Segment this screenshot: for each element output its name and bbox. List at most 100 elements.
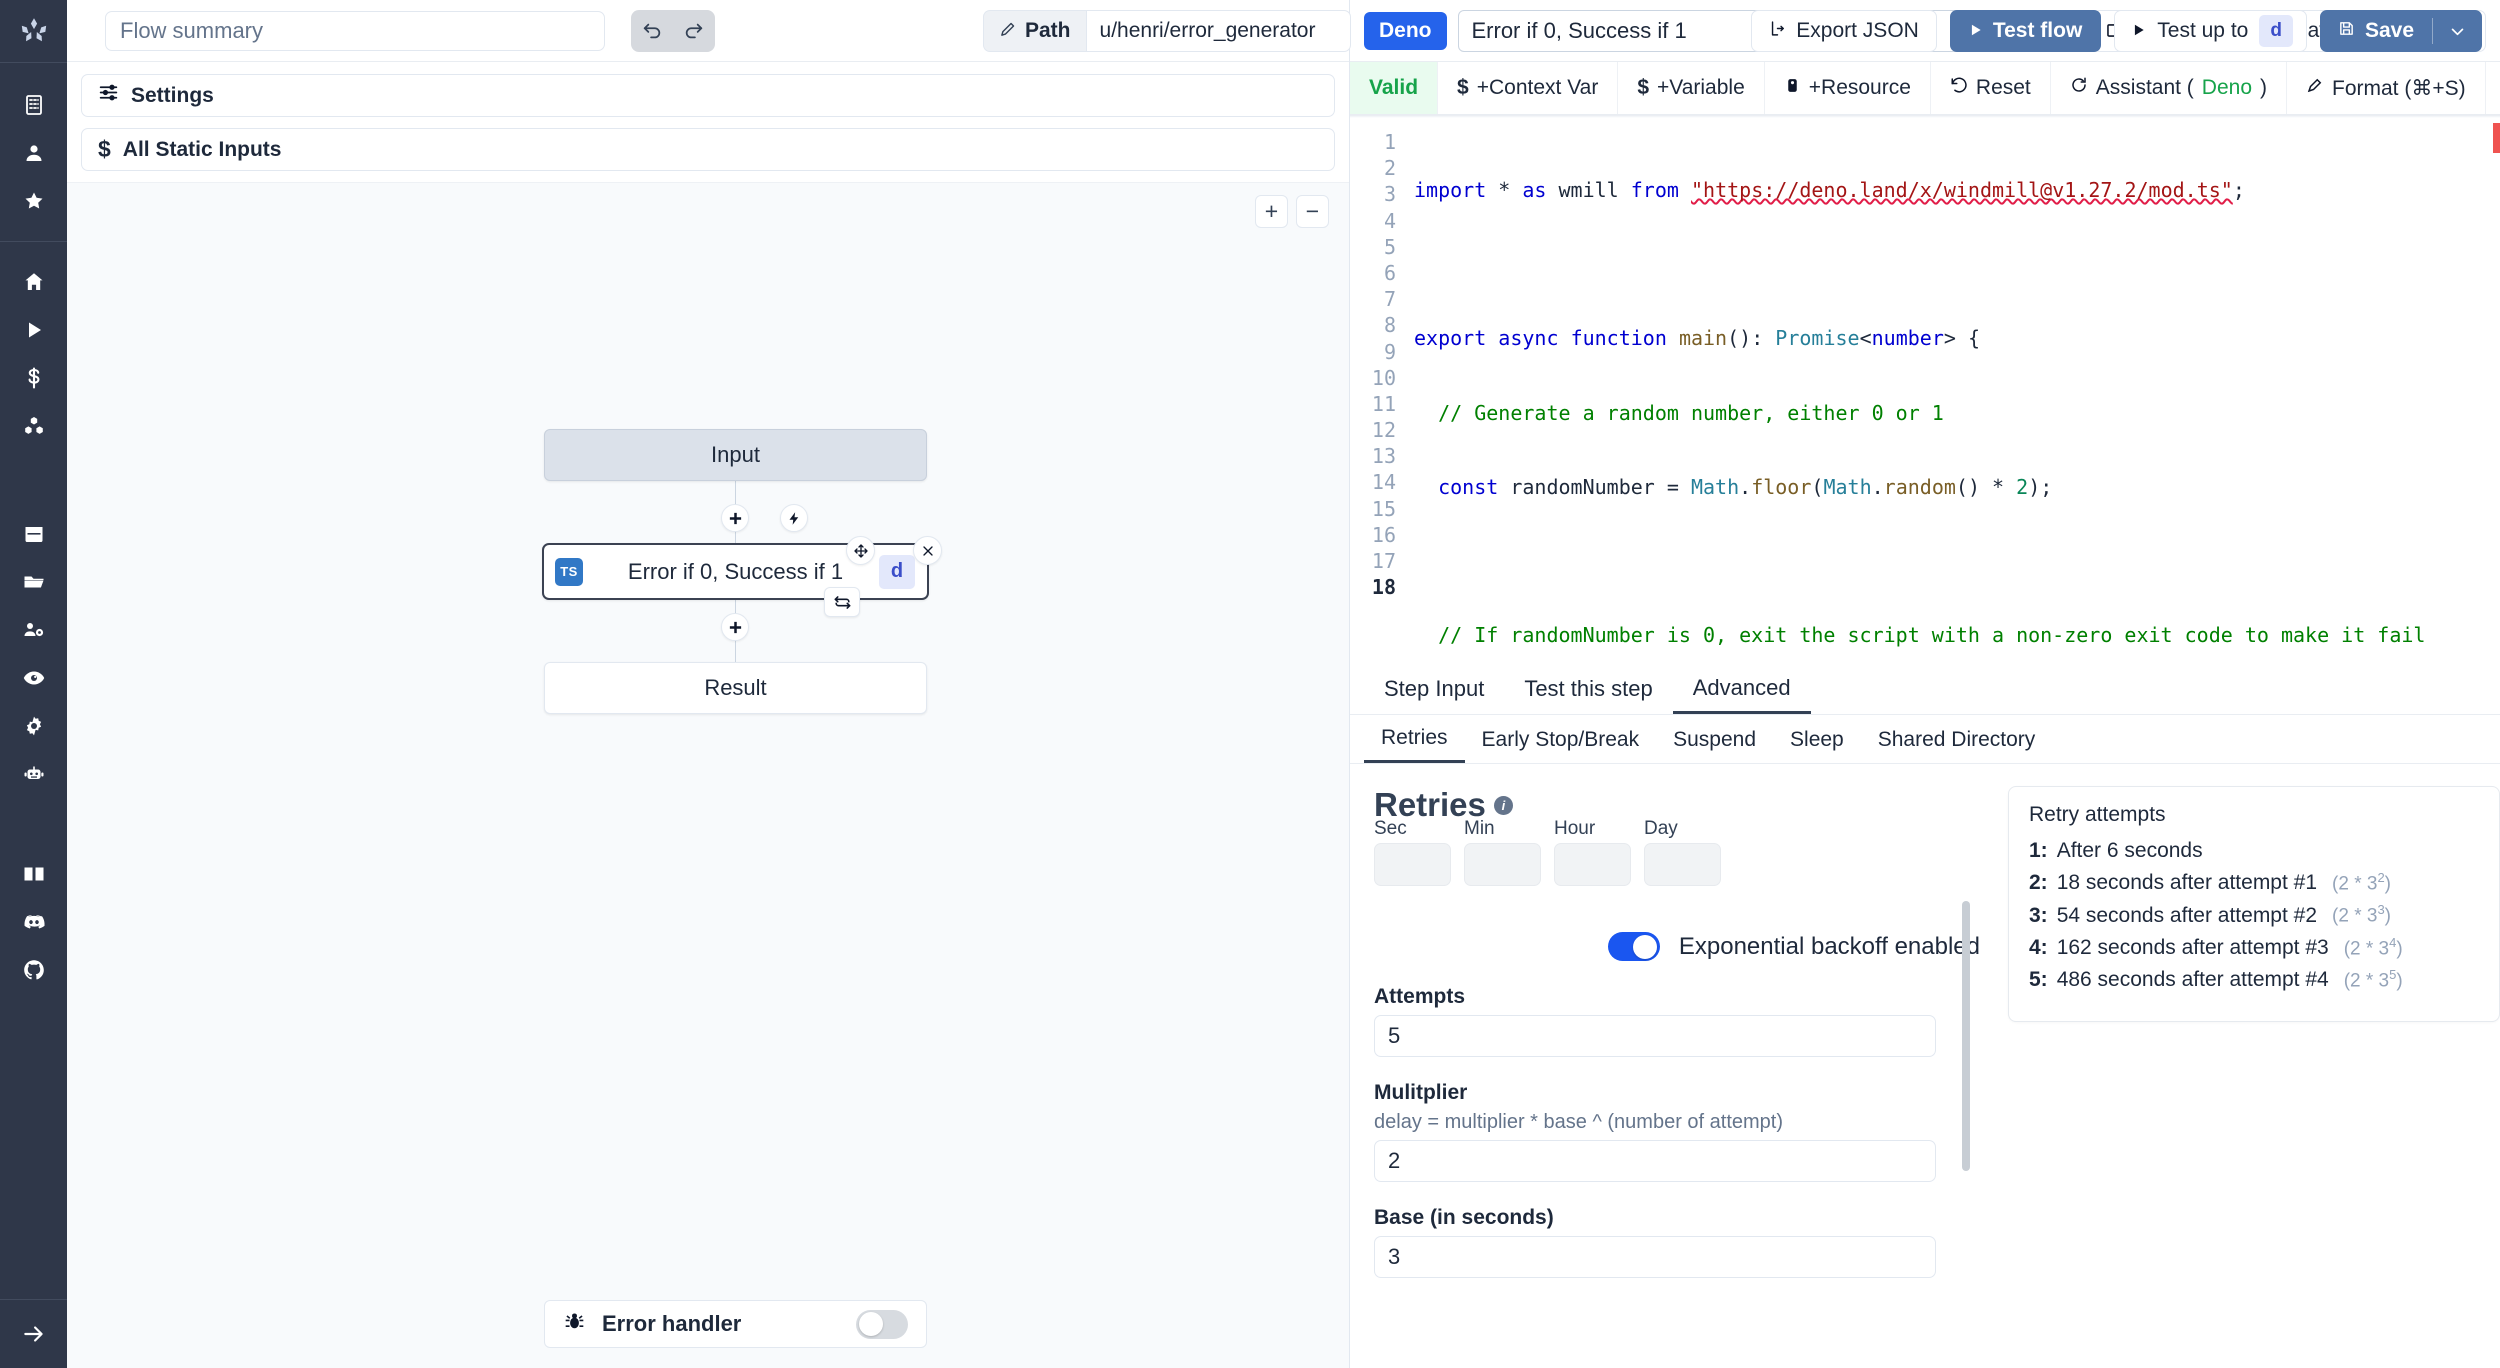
- error-handler-label: Error handler: [602, 1311, 742, 1336]
- base-value: 3: [1388, 1244, 1401, 1269]
- unit-hour-input[interactable]: [1554, 843, 1631, 886]
- error-handler-bar[interactable]: Error handler: [544, 1300, 927, 1348]
- github-icon[interactable]: [0, 946, 67, 994]
- step-shortcut-badge: d: [879, 554, 915, 589]
- calendar-icon[interactable]: [0, 510, 67, 558]
- unit-hour-label: Hour: [1554, 818, 1596, 839]
- move-step-handle[interactable]: [846, 536, 875, 565]
- unit-sec-input[interactable]: [1374, 843, 1451, 886]
- flow-graph-canvas[interactable]: + − Input TS Error if 0, Success if 1 d: [67, 182, 1349, 1368]
- retry-attempts-title: Retry attempts: [2029, 803, 2166, 826]
- settings-label: Settings: [131, 83, 214, 107]
- resource-icon: [1784, 76, 1801, 100]
- tab-test-this-step[interactable]: Test this step: [1524, 676, 1653, 701]
- chevron-down-icon[interactable]: [2433, 10, 2482, 52]
- export-json-button[interactable]: Export JSON: [1751, 10, 1937, 52]
- script-toolbar: Valid $ +Context Var $ +Variable +Resour…: [1350, 62, 2500, 115]
- info-icon[interactable]: i: [1493, 795, 1513, 815]
- static-inputs-label: All Static Inputs: [122, 137, 282, 161]
- reset-button[interactable]: Reset: [1931, 62, 2051, 114]
- multiplier-input[interactable]: 2: [1374, 1140, 1936, 1182]
- reset-icon: [1950, 76, 1968, 100]
- static-inputs-panel-header[interactable]: $ All Static Inputs: [81, 128, 1335, 171]
- attempts-input[interactable]: 5: [1374, 1015, 1936, 1057]
- flow-summary-placeholder: Flow summary: [120, 17, 264, 43]
- book-icon[interactable]: [0, 850, 67, 898]
- arrow-right-icon[interactable]: [0, 1300, 67, 1368]
- subtab-shared-directory[interactable]: Shared Directory: [1877, 727, 2036, 751]
- dollar-icon: $: [98, 136, 111, 162]
- dollar-icon: $: [1457, 76, 1469, 99]
- zoom-controls: + −: [1255, 195, 1329, 228]
- tab-advanced[interactable]: Advanced: [1672, 664, 1811, 714]
- subtab-early-stop-break[interactable]: Early Stop/Break: [1481, 727, 1640, 751]
- delete-step-button[interactable]: [913, 536, 942, 565]
- add-step-button-bottom[interactable]: [721, 613, 749, 641]
- result-node-label: Result: [704, 675, 767, 700]
- path-label: Path: [1025, 19, 1071, 42]
- unit-day-label: Day: [1644, 818, 1678, 839]
- top-actions: Export JSON Test flow Test up to d: [1751, 10, 2482, 52]
- star-icon[interactable]: [0, 177, 67, 225]
- exponential-backoff-toggle[interactable]: [1607, 932, 1660, 961]
- play-icon: [1969, 19, 1983, 43]
- undo-button[interactable]: [632, 11, 672, 51]
- flow-summary-input[interactable]: Flow summary: [105, 10, 605, 51]
- test-up-to-button[interactable]: Test up to d: [2114, 10, 2307, 52]
- add-context-var-button[interactable]: $ +Context Var: [1438, 62, 1619, 114]
- user-icon[interactable]: [0, 129, 67, 177]
- eye-icon[interactable]: [0, 654, 67, 702]
- nav-divider-2: [0, 241, 67, 242]
- dollar-icon[interactable]: [0, 354, 67, 402]
- error-handler-toggle[interactable]: [856, 1309, 908, 1339]
- retries-form-scrollbar[interactable]: [1962, 901, 1970, 1171]
- editor-code-content[interactable]: import * as wmill from "https://deno.lan…: [1414, 178, 2426, 648]
- assistant-button[interactable]: Assistant (Deno): [2051, 62, 2287, 114]
- subtab-suspend[interactable]: Suspend: [1673, 727, 1757, 751]
- base-input[interactable]: 3: [1374, 1236, 1936, 1278]
- retry-attempt-row: 3: 54 seconds after attempt #2 (2 * 33): [2029, 902, 2391, 927]
- building-icon[interactable]: [0, 81, 67, 129]
- retry-attempt-row: 4: 162 seconds after attempt #3 (2 * 34): [2029, 934, 2403, 959]
- home-icon[interactable]: [0, 258, 67, 306]
- editor-scrollbar[interactable]: [2493, 115, 2499, 663]
- tab-step-input[interactable]: Step Input: [1384, 676, 1485, 701]
- unit-sec-label: Sec: [1374, 818, 1407, 839]
- flow-node-input[interactable]: Input: [544, 429, 927, 481]
- folder-icon[interactable]: [0, 558, 67, 606]
- unit-min-input[interactable]: [1464, 843, 1541, 886]
- test-flow-button[interactable]: Test flow: [1949, 10, 2102, 52]
- exponential-backoff-label: Exponential backoff enabled: [1678, 932, 1980, 960]
- save-icon: [2338, 19, 2355, 43]
- discord-icon[interactable]: [0, 898, 67, 946]
- unit-day-input[interactable]: [1644, 843, 1721, 886]
- unit-sec: Sec: [1374, 818, 1451, 886]
- trigger-bolt-icon[interactable]: [780, 504, 808, 532]
- explore-other-scripts-button[interactable]: Explore other s: [2486, 62, 2500, 114]
- step-retries-icon[interactable]: [824, 587, 860, 617]
- unit-hour: Hour: [1554, 818, 1631, 886]
- format-button[interactable]: Format (⌘+S): [2287, 62, 2486, 114]
- zoom-in-button[interactable]: +: [1255, 195, 1288, 228]
- settings-panel-header[interactable]: Settings: [81, 74, 1335, 117]
- sliders-icon: [98, 82, 119, 109]
- add-step-button-top[interactable]: [721, 504, 749, 532]
- users-gear-icon[interactable]: [0, 606, 67, 654]
- flow-node-result[interactable]: Result: [544, 662, 927, 714]
- path-field[interactable]: Path u/henri/error_generator: [983, 10, 1351, 52]
- windmill-logo-icon[interactable]: [0, 0, 67, 62]
- subtab-sleep[interactable]: Sleep: [1790, 727, 1844, 751]
- add-variable-button[interactable]: $ +Variable: [1618, 62, 1765, 114]
- save-button[interactable]: Save: [2320, 10, 2432, 52]
- add-resource-button[interactable]: +Resource: [1765, 62, 1931, 114]
- redo-button[interactable]: [674, 11, 714, 51]
- gear-icon[interactable]: [0, 702, 67, 750]
- subtab-retries[interactable]: Retries: [1364, 716, 1465, 763]
- play-icon[interactable]: [0, 306, 67, 354]
- cubes-icon[interactable]: [0, 402, 67, 450]
- robot-icon[interactable]: [0, 750, 67, 798]
- nav-group-admin: [0, 510, 67, 798]
- zoom-out-button[interactable]: −: [1296, 195, 1329, 228]
- nav-group-help: [0, 850, 67, 994]
